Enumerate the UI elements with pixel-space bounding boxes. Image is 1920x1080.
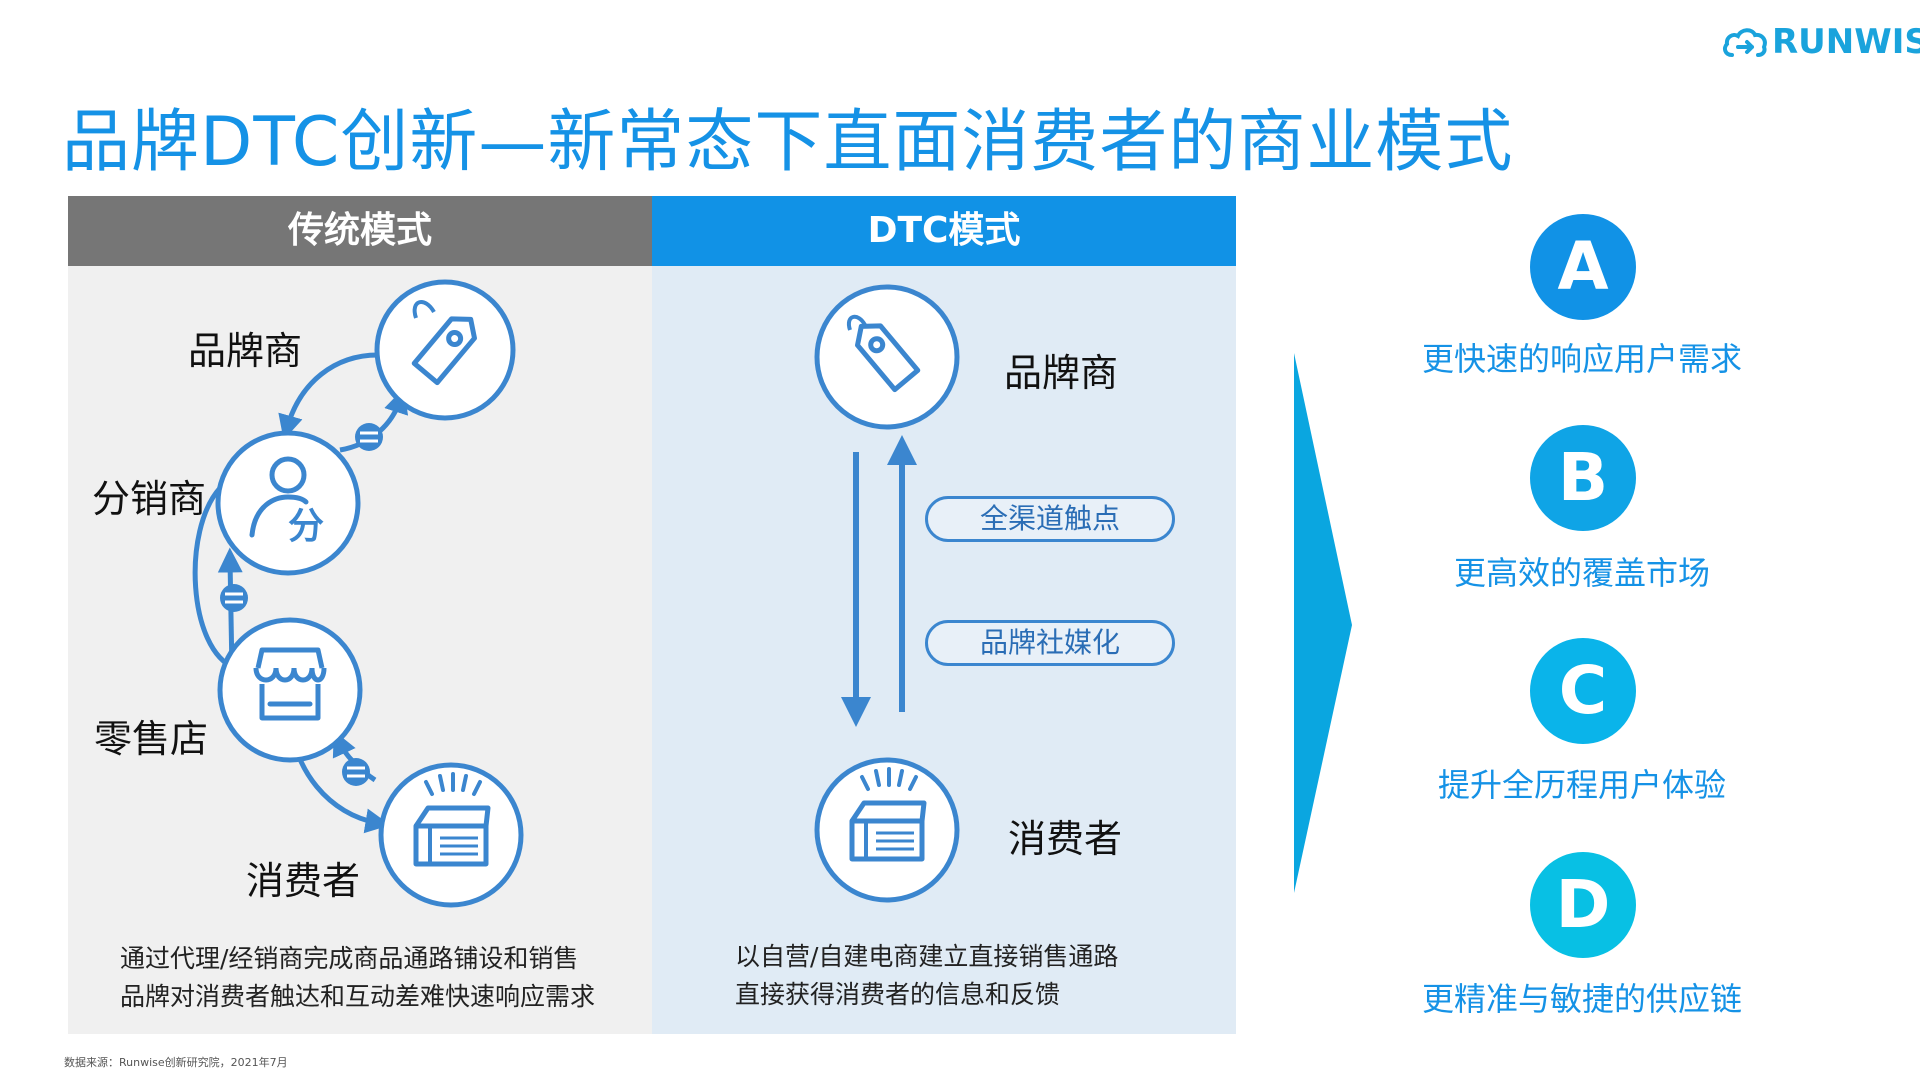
flow-marker-3 <box>342 758 370 786</box>
benefit-c-badge: C <box>1530 638 1636 744</box>
distributor-icon-text: 分 <box>288 506 324 547</box>
benefit-a-badge: A <box>1530 214 1636 320</box>
benefit-a-text: 更快速的响应用户需求 <box>1421 340 1742 378</box>
traditional-description: 通过代理/经销商完成商品通路铺设和销售 品牌对消费者触达和互动差难快速响应需求 <box>120 940 595 1016</box>
cloud-logo-icon <box>1722 28 1767 57</box>
flow-marker-2 <box>220 584 248 612</box>
dtc-desc-line-2: 直接获得消费者的信息和反馈 <box>735 980 1061 1009</box>
dtc-consumer-box-icon <box>814 757 960 903</box>
page-title: 品牌DTC创新—新常态下直面消费者的商业模式 <box>62 103 1514 182</box>
benefit-d-badge: D <box>1530 852 1636 958</box>
store-icon <box>217 617 363 763</box>
traditional-desc-line-2: 品牌对消费者触达和互动差难快速响应需求 <box>120 982 596 1011</box>
source-note: 数据来源：Runwise创新研究院，2021年7月 <box>64 1056 288 1069</box>
flow-marker-1 <box>355 423 383 451</box>
dtc-flow-arrows <box>841 435 917 727</box>
omnichannel-touchpoint-pill: 全渠道触点 <box>925 496 1175 542</box>
dtc-header: DTC模式 <box>652 196 1236 266</box>
benefit-d-text: 更精准与敏捷的供应链 <box>1421 980 1742 1018</box>
big-chevron-arrow <box>1294 353 1352 893</box>
dtc-brand-tag-icon <box>814 284 960 430</box>
distributor-person-icon: 分 <box>215 430 361 576</box>
runwise-logo: RUNWISE <box>1722 22 1920 62</box>
dtc-consumer-label: 消费者 <box>1008 817 1123 861</box>
consumer-box-icon <box>378 762 524 908</box>
logo-text: RUNWISE <box>1772 22 1920 62</box>
traditional-retailer-label: 零售店 <box>94 717 209 761</box>
benefit-b-badge: B <box>1530 425 1636 531</box>
traditional-brand-label: 品牌商 <box>188 329 303 373</box>
traditional-distributor-label: 分销商 <box>92 477 207 521</box>
traditional-header: 传统模式 <box>68 196 652 266</box>
benefit-b-text: 更高效的覆盖市场 <box>1453 554 1710 592</box>
brand-tag-icon <box>374 279 516 421</box>
traditional-consumer-label: 消费者 <box>246 859 361 903</box>
traditional-panel: 传统模式 <box>68 196 652 1034</box>
brand-social-media-pill: 品牌社媒化 <box>925 620 1175 666</box>
dtc-desc-line-1: 以自营/自建电商建立直接销售通路 <box>735 942 1119 971</box>
dtc-brand-label: 品牌商 <box>1004 351 1119 395</box>
benefit-c-text: 提升全历程用户体验 <box>1437 766 1726 804</box>
traditional-desc-line-1: 通过代理/经销商完成商品通路铺设和销售 <box>120 944 579 973</box>
dtc-description: 以自营/自建电商建立直接销售通路 直接获得消费者的信息和反馈 <box>735 938 1118 1014</box>
dtc-panel: DTC模式 <box>652 196 1236 1034</box>
